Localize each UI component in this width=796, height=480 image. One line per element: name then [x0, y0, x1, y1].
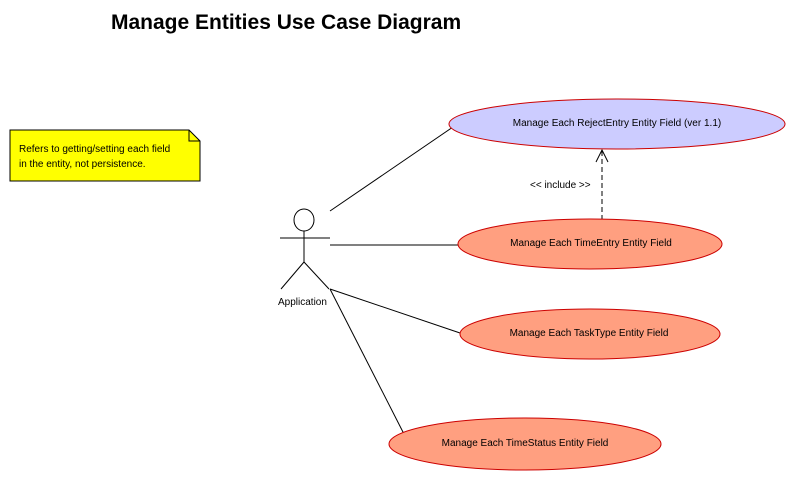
note-line-1: Refers to getting/setting each field — [19, 144, 171, 155]
include-arrowhead — [595, 148, 609, 163]
include-stereotype-label: << include >> — [530, 180, 591, 191]
note-shape — [9, 129, 201, 182]
association-line-task-type — [329, 288, 464, 335]
use-case-time-status[interactable] — [388, 417, 662, 471]
use-case-task-type-label: Manage Each TaskType Entity Field — [509, 328, 669, 339]
use-case-time-status-label: Manage Each TimeStatus Entity Field — [441, 438, 609, 449]
use-case-reject-entry-label: Manage Each RejectEntry Entity Field (ve… — [512, 118, 722, 129]
use-case-reject-entry[interactable] — [448, 98, 786, 150]
association-line-time-status — [329, 288, 406, 437]
association-line-reject-entry — [329, 126, 454, 212]
use-case-time-entry[interactable] — [457, 218, 723, 270]
note-fold — [188, 130, 200, 142]
note-line-2: in the entity, not persistence. — [19, 159, 146, 170]
use-case-time-entry-label: Manage Each TimeEntry Entity Field — [510, 238, 672, 249]
use-case-task-type[interactable] — [459, 308, 721, 360]
actor-figure[interactable] — [280, 208, 330, 290]
actor-label: Application — [278, 297, 327, 308]
note-text: Refers to getting/setting each field in … — [19, 142, 199, 172]
diagram-title: Manage Entities Use Case Diagram — [111, 11, 462, 34]
